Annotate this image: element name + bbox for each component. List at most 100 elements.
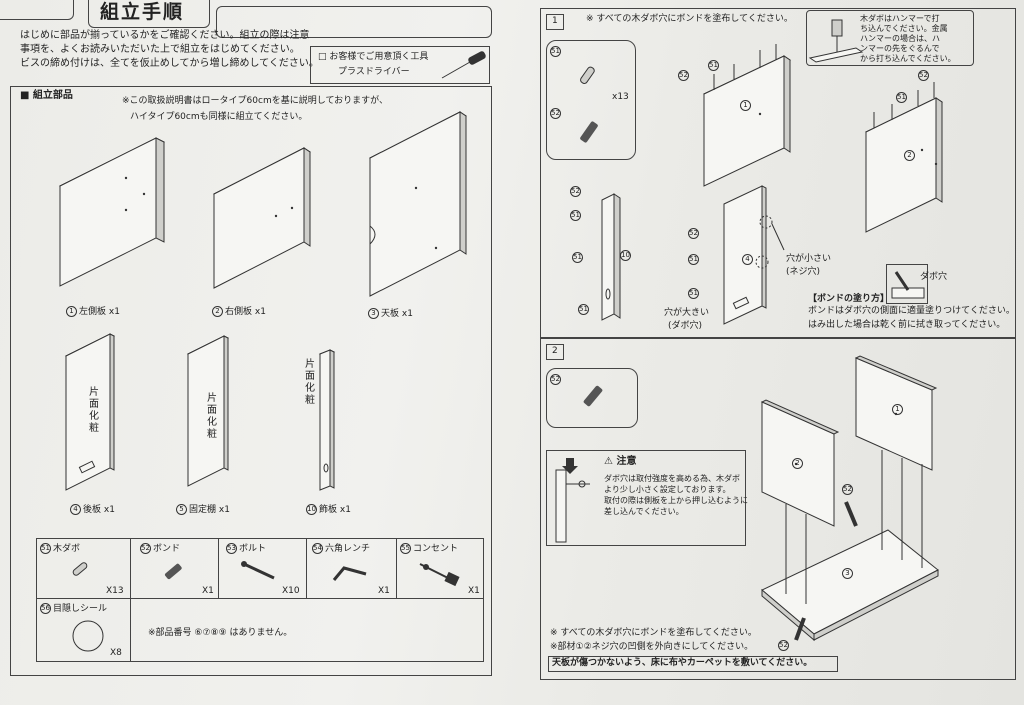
intro-line-3: ビスの締め付けは、全てを仮止めしてから増し締めしてください。 xyxy=(20,58,319,69)
hammer-note-2: ち込んでください。金属 xyxy=(860,24,948,33)
step-2-panel-3-label: 3 xyxy=(842,568,855,579)
kit-glue-icon xyxy=(580,121,598,143)
hardware-col-4 xyxy=(396,538,397,598)
step-2-kit-52-label: 52 xyxy=(550,374,561,385)
decorative-board-illustration xyxy=(318,349,336,491)
caution-line-3: 取付の際は側板を上から押し込むように xyxy=(604,496,748,505)
fixed-shelf-illustration xyxy=(186,335,230,487)
intro-line-1: はじめに部品が揃っているかをご確認ください。組立の際は注意 xyxy=(20,30,310,41)
tools-line-1: □ お客様でご用意頂く工具 xyxy=(318,52,429,62)
small-hole-label-1: 穴が小さい xyxy=(786,254,832,264)
dowel-hole-label: ダボ穴 xyxy=(920,272,948,282)
step-1-number: 1 xyxy=(552,16,558,26)
parts-note-line-2: ハイタイプ60cmも同様に組立てください。 xyxy=(130,112,308,122)
step-1-number-box xyxy=(546,14,564,30)
screwdriver-icon xyxy=(441,51,486,79)
step-1-panel-10-label: 10 xyxy=(620,250,631,261)
bond-line-2: はみ出した場合は乾く前に拭き取ってください。 xyxy=(808,320,1006,330)
step-2-label-52b: 52 xyxy=(778,640,789,651)
kit-51-label: 51 xyxy=(550,46,561,57)
header-right-tab xyxy=(216,6,492,38)
left-side-board-illustration xyxy=(58,137,166,287)
hardware-row-divider xyxy=(36,598,484,599)
step-1-label-52b: 52 xyxy=(918,70,929,81)
bond-line-1: ボンドはダボ穴の側面に適量塗りつけてください。 xyxy=(808,306,1015,316)
hammer-dowel-illustration xyxy=(808,19,864,63)
step-1-label-52c: 52 xyxy=(570,186,581,197)
hardware-col-1 xyxy=(130,538,131,662)
back-board-finish-label: 片面化粧 xyxy=(86,386,98,434)
small-hole-label-2: (ネジ穴) xyxy=(786,267,821,277)
step-2-note-1: ※ すべての木ダボ穴にボンドを塗布してください。 xyxy=(550,628,757,638)
kit-qty: x13 xyxy=(612,92,629,102)
step-1-panel-1-label: 1 xyxy=(740,100,753,111)
kit-52-label: 52 xyxy=(550,108,561,119)
step-2-kit-box xyxy=(546,368,638,428)
step-1-panel-2-label: 2 xyxy=(904,150,917,161)
step-1-panel-10 xyxy=(601,193,621,321)
step-2-note-2: ※部材①②ネジ穴の凹側を外向きにしてください。 xyxy=(550,642,754,652)
bolt-icon xyxy=(241,561,275,580)
step-1-label-51f: 51 xyxy=(688,254,699,265)
hw-52-qty: X1 xyxy=(202,586,214,596)
bond-title: 【ボンドの塗り方】 xyxy=(808,294,890,304)
hardware-table xyxy=(36,538,484,662)
hardware-col-3 xyxy=(306,538,307,598)
parts-frame xyxy=(10,86,492,676)
hammer-note-3: ハンマーの場合は、ハ xyxy=(860,34,940,43)
large-hole-label-1: 穴が大きい xyxy=(664,308,710,318)
caution-insert-illustration xyxy=(555,458,590,543)
hw-56-qty: X8 xyxy=(110,648,122,658)
fixed-shelf-finish-label: 片面化粧 xyxy=(204,392,216,440)
step-2-glue-bottle-a xyxy=(844,501,858,527)
header-left-tab xyxy=(0,0,74,20)
hole-callouts xyxy=(755,215,785,269)
hex-wrench-icon xyxy=(332,566,367,581)
step-1-panel-1 xyxy=(702,44,792,187)
outlet-icon xyxy=(419,563,460,587)
bond-diagram-glue-icon xyxy=(891,271,925,299)
parts-heading: ■ 組立部品 xyxy=(20,90,73,101)
hw-53-qty: X10 xyxy=(282,586,300,596)
step-2-warning-box xyxy=(548,656,838,672)
step-1-label-51e: 51 xyxy=(578,304,589,315)
step-1-panel-4-label: 4 xyxy=(742,254,755,265)
step-1-kit-box xyxy=(546,40,636,160)
glue-bottle-icon xyxy=(164,563,182,580)
top-board-illustration xyxy=(369,111,467,297)
tools-box xyxy=(310,46,490,84)
tools-line-2: プラスドライバー xyxy=(338,67,410,77)
step-1-label-51b: 51 xyxy=(896,92,907,103)
step-2-panel-2-label: 2 xyxy=(792,458,805,469)
hammer-note-1: 木ダボはハンマーで打 xyxy=(860,14,940,23)
step-2-glue-bottle-b xyxy=(794,617,806,641)
bond-diagram-box xyxy=(886,264,928,304)
large-hole-label-2: (ダボ穴) xyxy=(668,321,703,331)
step-2-panel-1-label: 1 xyxy=(892,404,905,415)
step-1-panel-2 xyxy=(864,82,944,233)
wooden-dowel-icon xyxy=(72,562,88,576)
kit-dowel-icon xyxy=(580,66,595,84)
missing-parts-note: ※部品番号 ⑥⑦⑧⑨ はありません。 xyxy=(148,628,293,638)
right-side-board-illustration xyxy=(213,147,311,289)
caution-line-4: 差し込んでください。 xyxy=(604,507,684,516)
hw-51-qty: X13 xyxy=(106,586,124,596)
hammer-note-5: から打ち込んでください。 xyxy=(860,54,956,63)
back-board-illustration xyxy=(64,333,116,491)
step-1-label-51a: 51 xyxy=(708,60,719,71)
hardware-col-2 xyxy=(218,538,219,598)
step-2-number: 2 xyxy=(552,346,558,356)
caution-line-2: より少し小さく設定しております。 xyxy=(604,485,731,494)
step-1-label-52d: 52 xyxy=(688,228,699,239)
